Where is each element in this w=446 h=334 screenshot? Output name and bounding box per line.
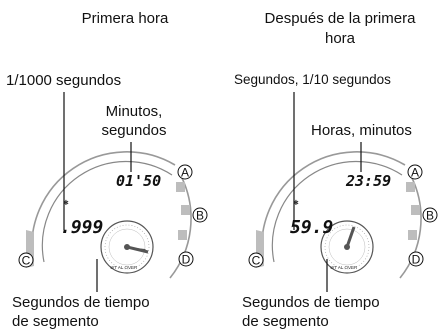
left-watch: WT AL OVER ✱ .999 01'50 A B D C bbox=[18, 92, 208, 292]
left-label-time-line1: Minutos, bbox=[105, 103, 163, 120]
left-button-a-letter: A bbox=[181, 166, 189, 180]
left-label-time-line2: segundos bbox=[101, 122, 167, 139]
right-watch: WT AL OVER ✱ 59.9 23:59 A B D C bbox=[248, 92, 438, 292]
left-dial-text: WT AL OVER bbox=[110, 265, 138, 270]
right-heading-line1: Después de la primera bbox=[264, 10, 416, 27]
right-dial-text: WT AL OVER bbox=[330, 265, 358, 270]
right-label-time: Horas, minutos bbox=[311, 122, 412, 139]
left-display-top: 01'50 bbox=[116, 172, 161, 190]
right-display-top: 23:59 bbox=[345, 172, 391, 190]
left-display-main: .999 bbox=[60, 217, 103, 238]
left-button-b-letter: B bbox=[196, 209, 204, 223]
left-bluetooth-icon: ✱ bbox=[63, 199, 69, 207]
right-footer-line2: de segmento bbox=[242, 313, 329, 330]
right-bluetooth-icon: ✱ bbox=[293, 199, 299, 207]
right-footer-line1: Segundos de tiempo bbox=[242, 294, 380, 311]
right-button-a-letter: A bbox=[411, 166, 419, 180]
left-footer-line1: Segundos de tiempo bbox=[12, 294, 150, 311]
left-button-d-letter: D bbox=[182, 253, 191, 267]
left-heading: Primera hora bbox=[81, 10, 169, 27]
left-footer-line2: de segmento bbox=[12, 313, 99, 330]
right-heading-line2: hora bbox=[324, 30, 356, 47]
right-display-main: 59.9 bbox=[290, 217, 333, 238]
right-button-b-letter: B bbox=[426, 209, 434, 223]
right-button-d-letter: D bbox=[412, 253, 421, 267]
left-label-milliseconds: 1/1000 segundos bbox=[6, 72, 122, 89]
right-button-c-letter: C bbox=[252, 254, 261, 268]
right-label-seconds: Segundos, 1/10 segundos bbox=[234, 72, 391, 87]
left-button-c-letter: C bbox=[22, 254, 31, 268]
